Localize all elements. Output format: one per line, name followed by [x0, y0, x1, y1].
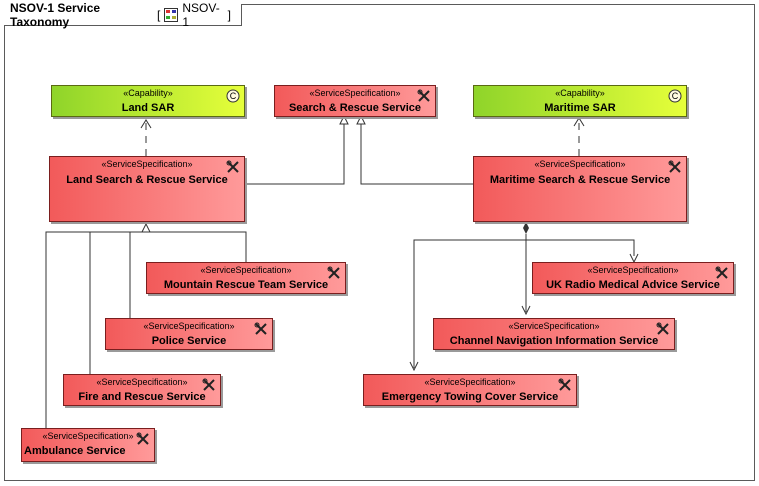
service-channel-navigation-information[interactable]: «ServiceSpecification» Channel Navigatio…	[433, 318, 675, 350]
stereotype-label: «ServiceSpecification»	[587, 265, 679, 275]
wrench-screwdriver-icon	[136, 432, 149, 445]
generalization-land-children	[45, 222, 247, 428]
wrench-screwdriver-icon	[327, 266, 340, 279]
stereotype-label: «ServiceSpecification»	[508, 321, 600, 331]
wrench-screwdriver-icon	[715, 266, 728, 279]
diagram-header-tab: NSOV-1 Service Taxonomy [ NSOV-1 ]	[4, 0, 242, 29]
stereotype-label: «ServiceSpecification»	[96, 377, 188, 387]
node-name: Police Service	[151, 335, 227, 347]
service-maritime-search-rescue[interactable]: «ServiceSpecification» Maritime Search &…	[473, 156, 687, 222]
wrench-screwdriver-icon	[254, 322, 267, 335]
service-land-search-rescue[interactable]: «ServiceSpecification» Land Search & Res…	[49, 156, 245, 222]
node-name: Ambulance Service	[24, 445, 126, 457]
capability-land-sar[interactable]: «Capability» Land SAR C	[51, 85, 245, 117]
stereotype-label: «ServiceSpecification»	[200, 265, 292, 275]
stereotype-label: «ServiceSpecification»	[101, 159, 193, 169]
generalization-maritime-to-sar	[356, 114, 473, 185]
realization-link-maritime	[573, 117, 585, 156]
capability-circle-icon: C	[668, 89, 682, 103]
wrench-screwdriver-icon	[202, 378, 215, 391]
capability-badge-text: C	[672, 91, 679, 101]
wrench-screwdriver-icon	[226, 160, 239, 173]
capability-circle-icon: C	[226, 89, 240, 103]
node-name: Emergency Towing Cover Service	[381, 391, 559, 403]
service-police[interactable]: «ServiceSpecification» Police Service	[105, 318, 273, 350]
service-mountain-rescue-team[interactable]: «ServiceSpecification» Mountain Rescue T…	[146, 262, 346, 294]
service-search-rescue[interactable]: «ServiceSpecification» Search & Rescue S…	[274, 85, 436, 117]
service-uk-radio-medical-advice[interactable]: «ServiceSpecification» UK Radio Medical …	[532, 262, 734, 294]
node-name: Maritime Search & Rescue Service	[489, 174, 671, 186]
wrench-screwdriver-icon	[417, 89, 430, 102]
service-fire-rescue[interactable]: «ServiceSpecification» Fire and Rescue S…	[63, 374, 221, 406]
node-name: Fire and Rescue Service	[78, 391, 206, 403]
stereotype-label: «ServiceSpecification»	[424, 377, 516, 387]
wrench-screwdriver-icon	[668, 160, 681, 173]
stereotype-label: «ServiceSpecification»	[309, 88, 401, 98]
diagram-tag-close: ]	[227, 7, 231, 22]
node-name: Channel Navigation Information Service	[449, 335, 659, 347]
node-name: Land SAR	[121, 102, 175, 114]
capability-badge-text: C	[230, 91, 237, 101]
stereotype-label: «ServiceSpecification»	[143, 321, 235, 331]
composition-maritime-children	[409, 222, 639, 372]
node-name: Search & Rescue Service	[288, 102, 422, 114]
stereotype-label: «Capability»	[555, 88, 605, 98]
node-name: UK Radio Medical Advice Service	[546, 279, 720, 291]
node-name: Maritime SAR	[544, 102, 616, 114]
diagram-tag-label: NSOV-1	[182, 0, 220, 29]
node-name: Mountain Rescue Team Service	[163, 279, 329, 291]
service-emergency-towing-cover[interactable]: «ServiceSpecification» Emergency Towing …	[363, 374, 577, 406]
diagram-tag-open: [	[157, 7, 161, 22]
stereotype-label: «ServiceSpecification»	[534, 159, 626, 169]
wrench-screwdriver-icon	[656, 322, 669, 335]
wrench-screwdriver-icon	[558, 378, 571, 391]
diagram-icon	[164, 7, 179, 22]
service-ambulance[interactable]: «ServiceSpecification» Ambulance Service	[21, 428, 155, 462]
node-name: Land Search & Rescue Service	[66, 174, 228, 186]
stereotype-label: «Capability»	[123, 88, 173, 98]
capability-maritime-sar[interactable]: «Capability» Maritime SAR C	[473, 85, 687, 117]
realization-link-land	[140, 119, 152, 156]
diagram-title: NSOV-1 Service Taxonomy	[10, 0, 101, 29]
stereotype-label: «ServiceSpecification»	[42, 431, 134, 441]
generalization-land-to-sar	[246, 114, 349, 185]
